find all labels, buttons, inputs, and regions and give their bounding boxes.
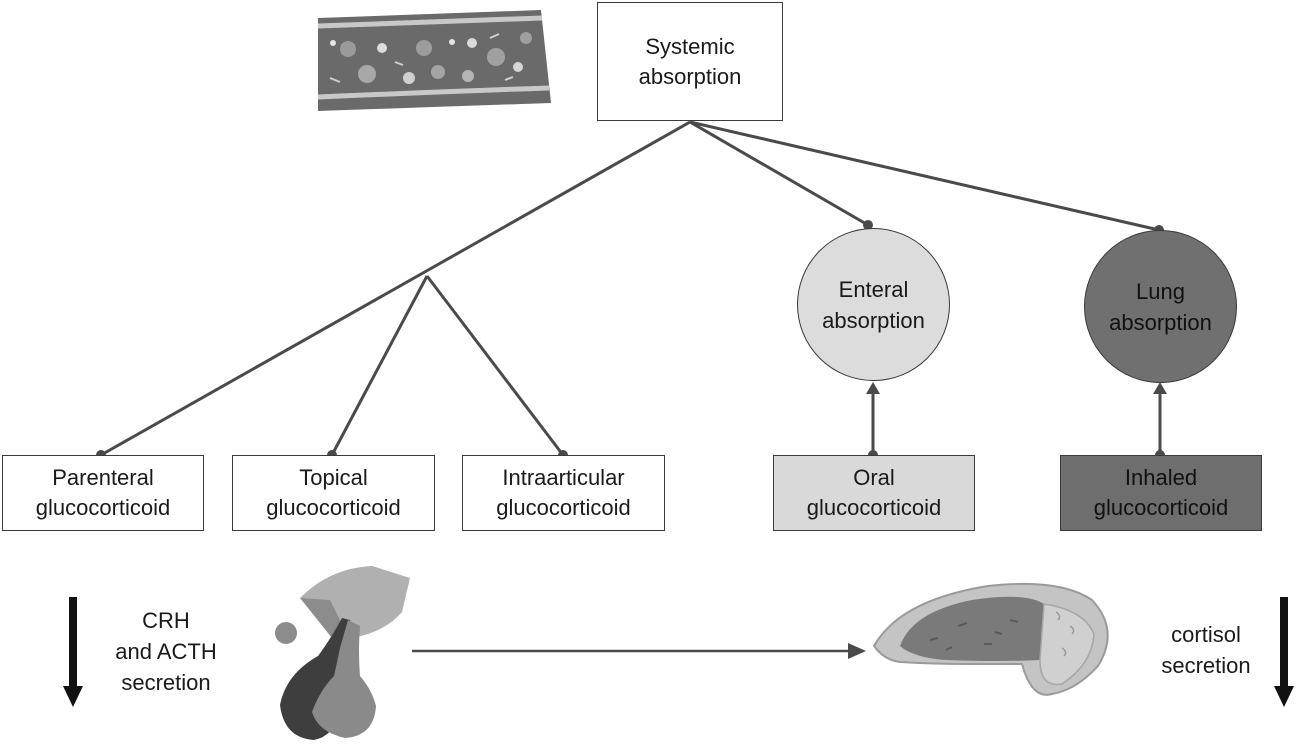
pituitary-gland-icon [275,566,410,740]
intraarticular-glucocorticoid-box: Intraarticular glucocorticoid [462,455,665,531]
crh-line1: CRH [142,608,190,633]
adrenal-gland-icon [872,582,1109,696]
lung-absorption-circle: Lung absorption [1084,230,1237,383]
systemic-absorption-line1: Systemic [645,33,735,59]
oral-line1: Oral [853,465,895,490]
inhaled-line2: glucocorticoid [1093,495,1229,520]
connector-systemic-lung [689,120,1160,232]
parenteral-line1: Parenteral [52,465,154,490]
connector-systemic-parenteral [100,120,691,457]
inhaled-line1: Inhaled [1124,465,1198,490]
cortisol-line1: cortisol [1171,622,1241,647]
inhaled-glucocorticoid-box: Inhaled glucocorticoid [1060,455,1262,531]
topical-line2: glucocorticoid [266,495,401,520]
down-arrow-left-icon [63,597,83,707]
cortisol-secretion-label: cortisol secretion [1138,619,1274,681]
systemic-absorption-line2: absorption [638,63,742,89]
enteral-absorption-circle: Enteral absorption [797,228,950,381]
intraarticular-line1: Intraarticular [502,465,625,490]
connector-lines [100,120,1160,457]
parenteral-glucocorticoid-box: Parenteral glucocorticoid [2,455,204,531]
crh-line3: secretion [121,670,211,695]
upward-arrows [871,392,1162,455]
parenteral-line2: glucocorticoid [35,495,171,520]
blood-vessel-icon [317,10,551,111]
enteral-absorption-line1: Enteral [838,276,909,302]
intraarticular-line2: glucocorticoid [496,495,631,520]
oral-glucocorticoid-box: Oral glucocorticoid [773,455,975,531]
connector-dots [96,220,1165,460]
systemic-absorption-box: Systemic absorption [597,2,783,121]
oral-line2: glucocorticoid [806,495,942,520]
connector-branch-intraarticular [425,275,565,456]
crh-line2: and ACTH [115,639,217,664]
cortisol-line2: secretion [1161,653,1251,678]
down-arrow-right-icon [1274,597,1294,707]
connector-branch-topical [330,275,429,456]
enteral-absorption-line2: absorption [822,307,925,333]
crh-acth-secretion-label: CRH and ACTH secretion [96,605,236,698]
topical-glucocorticoid-box: Topical glucocorticoid [232,455,435,531]
lung-absorption-line2: absorption [1109,309,1212,335]
lung-absorption-line1: Lung [1136,278,1185,304]
topical-line1: Topical [299,465,368,490]
connector-systemic-enteral [689,120,869,227]
